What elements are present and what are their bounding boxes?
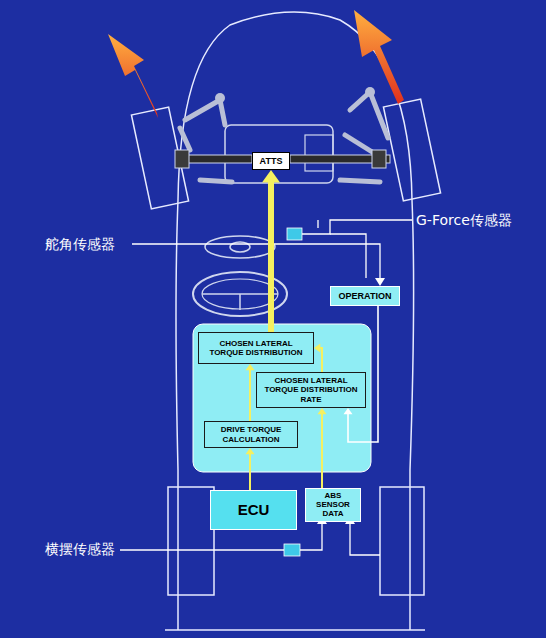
box-text: ATTS: [260, 156, 283, 166]
process-box: OPERATION: [330, 286, 400, 306]
sensor-wires: [120, 220, 412, 555]
front-left-wheel: [131, 107, 188, 209]
sensor-label: 舵角传感器: [45, 236, 115, 254]
rear-left-wheel: [168, 487, 214, 595]
process-box: CHOSEN LATERAL TORQUE DISTRIBUTION: [198, 332, 314, 364]
suspension-arms: [180, 92, 388, 182]
box-text: CHOSEN LATERAL TORQUE DISTRIBUTION: [202, 339, 310, 357]
arrowhead: [344, 408, 353, 414]
strut-top: [365, 87, 375, 97]
steering-spokes: [202, 294, 278, 310]
arrowhead: [246, 364, 255, 370]
cv-joint: [372, 150, 386, 168]
g-force-sensor: [287, 228, 302, 240]
box-text: ABS SENSOR DATA: [309, 491, 357, 519]
data-box: ABS SENSOR DATA: [305, 488, 361, 522]
ecu-box: ECU: [210, 490, 297, 530]
process-box: CHOSEN LATERAL TORQUE DISTRIBUTION RATE: [256, 372, 366, 408]
yaw-sensor: [284, 544, 300, 556]
car-rear: [165, 629, 425, 631]
engine-block: [225, 125, 333, 183]
steering-sensor-ring: [205, 236, 275, 258]
component-box: ATTS: [252, 152, 290, 170]
box-text: OPERATION: [339, 291, 392, 301]
connector: [268, 182, 274, 332]
box-text: ECU: [238, 501, 270, 518]
torque-arrow: [108, 34, 158, 118]
steering-wheel-inner: [202, 279, 278, 309]
arrowhead: [314, 344, 320, 353]
control-panel: [193, 324, 371, 472]
rear-right-wheel: [380, 487, 424, 595]
front-right-wheel: [383, 99, 440, 201]
car-body: [176, 12, 414, 630]
connector: [249, 453, 251, 490]
box-text: CHOSEN LATERAL TORQUE DISTRIBUTION RATE: [260, 376, 362, 404]
strut-top: [215, 93, 225, 103]
gearbox: [305, 135, 333, 171]
cv-joint: [175, 150, 189, 168]
box-text: DRIVE TORQUE CALCULATION: [208, 425, 294, 443]
arrowhead: [246, 448, 255, 454]
process-box: DRIVE TORQUE CALCULATION: [204, 421, 298, 448]
arrowhead: [262, 170, 280, 183]
arrowhead: [318, 408, 327, 414]
connector: [249, 369, 251, 421]
torque-arrow: [354, 10, 404, 104]
connector: [321, 413, 323, 488]
label-text: 舵角传感器: [45, 236, 115, 252]
left-drive-shaft: [180, 155, 252, 163]
sensor-label: 横摆传感器: [45, 541, 115, 559]
label-text: 横摆传感器: [45, 541, 115, 557]
sensor-label: G-Force传感器: [416, 212, 512, 230]
label-text: G-Force传感器: [416, 212, 512, 228]
